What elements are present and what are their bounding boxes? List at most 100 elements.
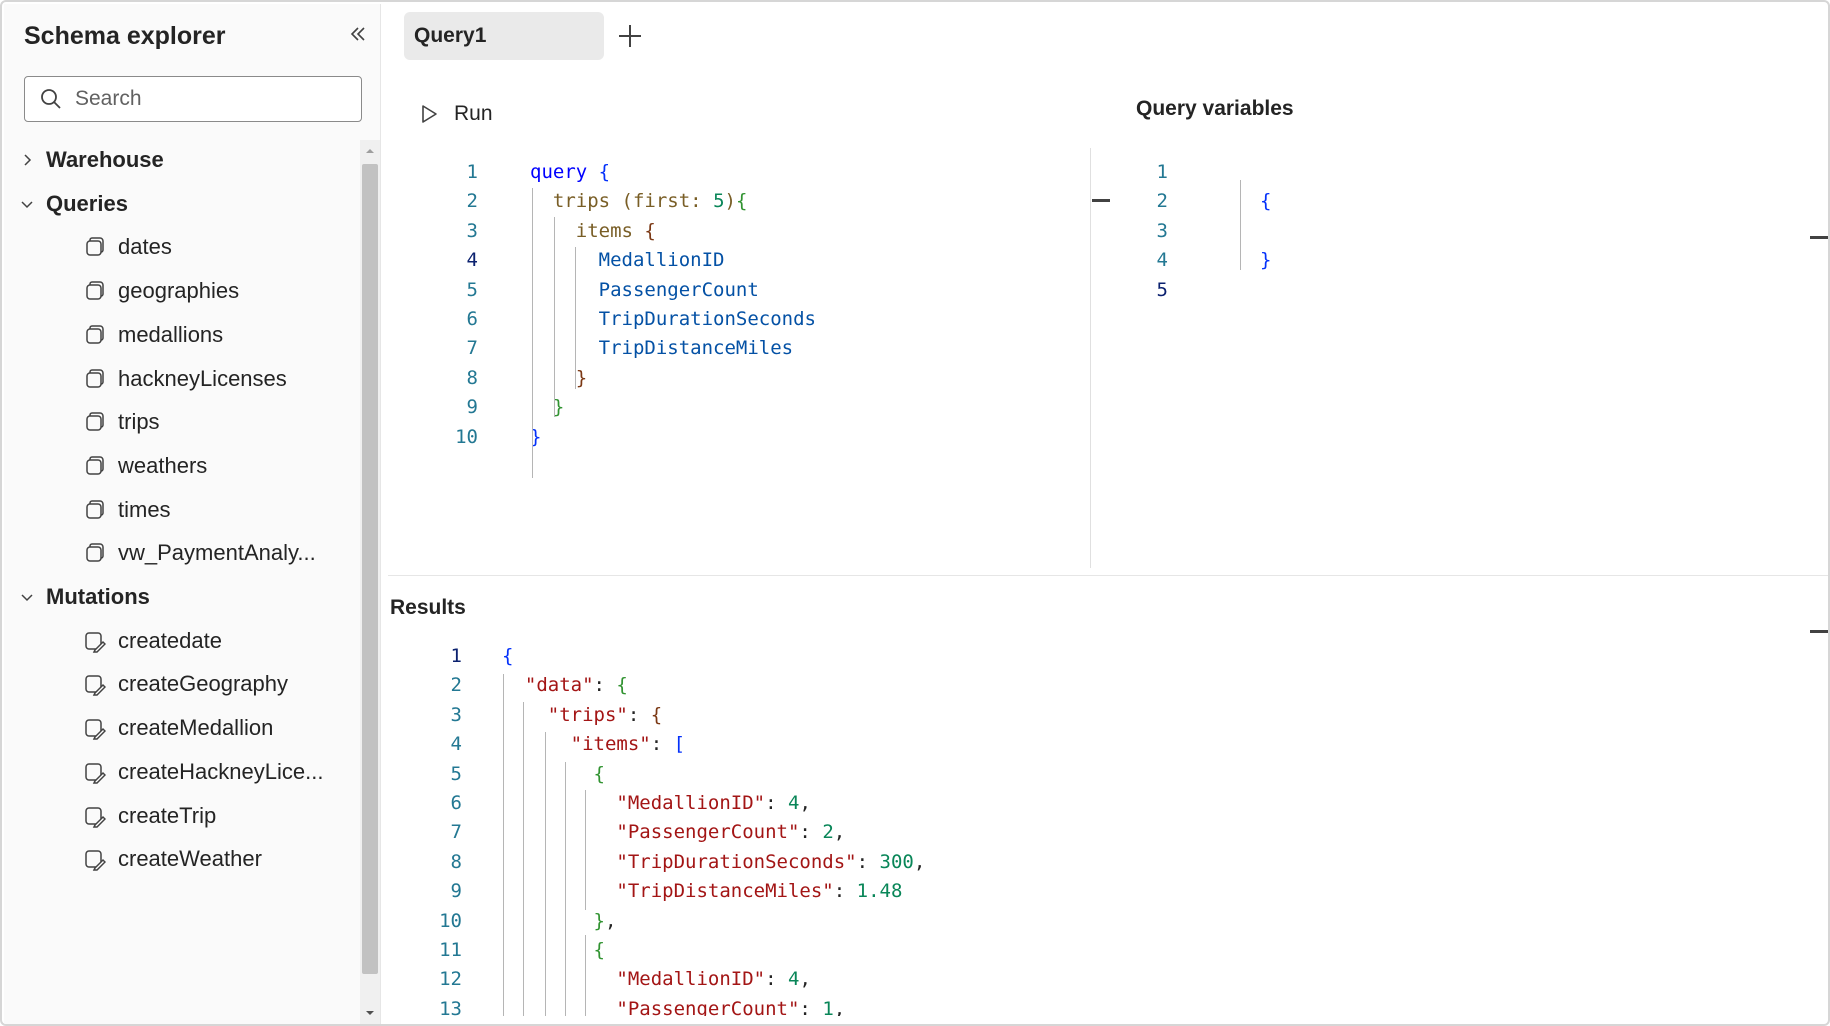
code-token: , [833,821,846,844]
tree-item[interactable]: createHackneyLice... [4,752,354,792]
tree-item[interactable]: times [4,490,354,530]
code-token: , [799,792,811,814]
tree-item-label: weathers [118,452,208,478]
line-number: 5 [450,762,462,785]
code-token: } [1260,249,1272,272]
code-token [530,337,599,359]
minimap-marker [1810,236,1828,239]
results-divider[interactable] [388,575,1828,576]
chevron-down-icon[interactable] [16,193,38,215]
code-line: "PassengerCount": 1, [502,995,845,1016]
code-token [502,880,616,902]
chevron-down-icon[interactable] [16,586,38,608]
indent-guide [503,674,504,1016]
tree-item[interactable]: createGeography [4,664,354,704]
results-title: Results [390,596,466,619]
scrollbar-thumb[interactable] [362,164,378,974]
tree-item[interactable]: createWeather [4,839,354,879]
tree-item[interactable]: createMedallion [4,708,354,748]
sidebar-scrollbar[interactable] [360,140,380,1024]
code-token: : [856,850,880,873]
run-button[interactable]: Run [418,102,493,126]
line-number: 4 [466,249,478,272]
results-viewer[interactable]: 1{2 "data": {3 "trips": {4 "items": [5 {… [382,630,1812,1016]
tree-item[interactable]: weathers [4,446,354,486]
code-line: TripDurationSeconds [530,305,816,333]
code-line: }, [502,907,617,935]
chevron-right-icon[interactable] [16,149,38,171]
code-token [502,792,616,814]
code-line: MedallionID [530,246,725,274]
tree-item[interactable]: geographies [4,271,354,311]
line-number: 5 [1156,278,1168,301]
search-icon [41,89,61,109]
indent-guide [532,188,533,478]
scroll-up-arrow-icon[interactable] [363,144,377,158]
tree-group-mutations[interactable]: Mutations [4,577,354,617]
tree-item-label: createTrip [118,802,217,828]
line-number: 7 [466,337,478,360]
tree-item[interactable]: vw_PaymentAnaly... [4,533,354,573]
code-line: "data": { [502,671,628,699]
code-line: { [502,936,605,964]
code-line: TripDistanceMiles [530,334,793,362]
code-token: "MedallionID" [616,792,766,814]
code-token: "TripDurationSeconds" [616,850,857,873]
schema-explorer-title: Schema explorer [24,22,226,50]
run-label: Run [454,102,493,125]
mutation-icon [82,804,107,828]
scroll-down-arrow-icon[interactable] [363,1006,377,1020]
tree-group-label: Warehouse [46,147,164,172]
editor-divider [1090,148,1091,568]
tree-item[interactable]: medallions [4,315,354,355]
search-input[interactable] [73,86,337,112]
code-token: } [530,425,542,448]
schema-search-box[interactable] [24,76,362,122]
mutation-icon [82,847,107,871]
code-token: 1.48 [856,880,903,903]
tree-group-warehouse[interactable]: Warehouse [4,140,354,180]
line-number: 2 [450,674,462,697]
code-line: } [530,423,541,451]
code-line: "trips": { [502,701,662,729]
tab-query1[interactable]: Query1 [404,12,604,60]
tree-item-label: createHackneyLice... [118,758,324,784]
tree-group-label: Mutations [46,584,150,609]
code-token: items [575,219,633,242]
tree-item-label: createdate [118,627,222,653]
tree-group-queries[interactable]: Queries [4,184,354,224]
code-token [587,161,598,183]
tree-item-label: times [118,496,171,522]
fold-marker[interactable] [1092,199,1110,202]
code-token [530,249,599,271]
indent-guide [585,935,586,1016]
tree-item[interactable]: createdate [4,621,354,661]
code-token: , [604,909,617,932]
line-number: 8 [450,850,462,873]
collapse-panel-icon[interactable] [344,20,372,48]
code-token: 4 [788,792,800,814]
code-token [530,190,553,212]
code-line: "TripDistanceMiles": 1.48 [502,877,902,905]
tree-item-label: medallions [118,321,224,347]
line-number: 2 [466,190,478,213]
tree-item[interactable]: createTrip [4,796,354,836]
code-token: , [913,850,926,873]
code-token: { [616,674,628,697]
query-icon [82,410,106,434]
code-token: { [598,161,611,183]
code-line: { [502,642,513,670]
add-tab-icon[interactable] [614,20,646,52]
code-token: : [833,880,857,903]
tree-item[interactable]: dates [4,227,354,267]
tree-item[interactable]: hackneyLicenses [4,359,354,399]
code-token: [ [673,733,686,756]
mutation-icon [82,672,107,697]
code-line: { [502,760,605,788]
tree-item[interactable]: trips [4,402,354,442]
query-icon [82,323,106,347]
